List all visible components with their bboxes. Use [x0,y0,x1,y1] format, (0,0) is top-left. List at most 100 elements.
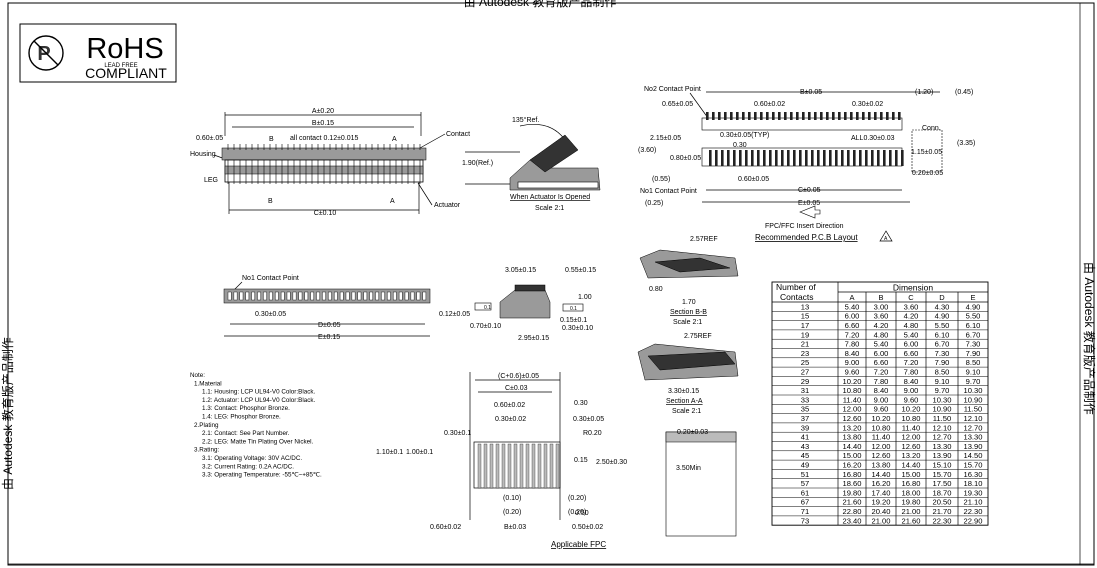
b-mark-top: B [269,136,274,143]
table-cell: 21.10 [963,498,982,507]
fpc-d050b: 0.50 [575,510,589,517]
table-cell: 4.20 [874,321,889,330]
fpc-finger [483,443,488,489]
table-cell: 5.50 [935,321,950,330]
seca-title: Section A-A [666,398,703,405]
note-line: 1.1: Housing: LCP UL94-V0 Color:Black. [202,389,316,396]
secb-scale: Scale 2:1 [673,319,702,326]
fpc-finger [489,443,494,489]
pcb-cdim: C±0.05 [798,187,821,194]
table-cell: 5.40 [845,302,860,311]
detail-d055: 0.55±0.15 [565,267,596,274]
table-cell: 7.80 [874,377,889,386]
table-cell: 14.50 [963,451,982,460]
fpc-c: C±0.03 [505,385,528,392]
bottom-pin [422,291,427,301]
pcb-pad-top [772,112,775,120]
rohs-logo: P RoHS LEAD FREE COMPLIANT [19,23,177,83]
table-cell: 14.40 [842,442,861,451]
table-cell: 9.00 [874,395,889,404]
ref-135: 135°Ref. [512,116,539,124]
pcb-pad-bottom [787,150,790,166]
pcb-bdim: B±0.05 [800,89,822,96]
bottom-pin [416,291,421,301]
pcb-pad-top [784,112,787,120]
table-cell: 16.80 [901,479,920,488]
detail-d070: 0.70±0.10 [470,323,501,330]
pcb-pad-bottom [745,150,748,166]
table-cell: 41 [801,433,809,442]
pcb-pad-bottom [871,150,874,166]
table-cell: 9.70 [966,377,981,386]
bottom-pin [387,291,391,301]
fpc-p020b: (0.20) [503,509,521,516]
table-cell: 19.80 [842,488,861,497]
note-line: Note: [190,372,205,379]
pcb-pad-bottom [799,150,802,166]
table-cell: 13.20 [842,423,861,432]
pcb-pad-top [826,112,829,120]
pcb-pad-bottom [883,150,886,166]
table-cell: 8.40 [874,386,889,395]
fpc-finger [519,443,524,489]
table-cell: 67 [801,498,809,507]
table-cell: 9.00 [845,358,860,367]
pcb-pad-top [820,112,823,120]
table-cell: 12.60 [871,451,890,460]
fpc-b: B±0.03 [504,524,526,531]
table-cell: 17.40 [871,488,890,497]
insert-direction: FPC/FFC Insert Direction [765,223,844,230]
pcb-d030: 0.30±0.02 [852,101,883,108]
bottom-pin [227,291,232,301]
table-col-header: C [908,293,914,302]
table-cell: 21.00 [901,507,920,516]
pcb-d215: 2.15±0.05 [650,135,681,142]
fpc-finger [525,443,530,489]
pcb-pad-bottom [709,150,712,166]
table-cell: 7.30 [935,349,950,358]
table-cell: 6.00 [904,340,919,349]
bottom-pin [381,291,385,301]
fpc-finger [501,443,506,489]
detail-box1: 0.1 [484,305,491,311]
table-cell: 27 [801,368,809,377]
pcb-pad-top [880,112,883,120]
pcb-pad-top [790,112,793,120]
note-line: 2.2: LEG: Matte Tin Plating Over Nickel. [202,438,314,445]
table-cell: 23.40 [842,516,861,525]
bottom-pin [328,291,332,301]
bottom-pin [280,291,285,301]
note-line: 2.Plating [194,422,219,429]
table-cell: 9.10 [966,368,981,377]
detail-d030: 0.30±0.10 [562,325,593,332]
table-cell: 10.80 [871,423,890,432]
seca-ref: 2.75REF [684,333,712,340]
table-cell: 19.20 [871,498,890,507]
revision-letter: A [884,236,888,242]
bottom-pin [269,291,273,301]
fpc-r: R0.20 [583,430,602,437]
table-cell: 17.50 [932,479,951,488]
rohs-subtitle: COMPLIANT [85,65,167,81]
pcb-pad-top [856,112,859,120]
table-cell: 37 [801,414,809,423]
table-cell: 43 [801,442,809,451]
secb-d170: 1.70 [682,299,696,306]
table-header-dimension: Dimension [893,283,933,293]
table-cell: 11.40 [872,433,890,442]
pcb-pad-top [868,112,871,120]
pcb-pad-bottom [763,150,766,166]
table-cell: 3.60 [904,302,919,311]
pcb-pad-top [892,112,895,120]
pcb-pad-bottom [853,150,856,166]
table-cell: 15.00 [842,451,861,460]
fpc-finger [543,443,548,489]
table-cell: 9.60 [904,395,919,404]
side-caption: When Actuator Is Opened [510,194,590,201]
a-mark-bottom: A [390,198,395,205]
pcb-pad-bottom [805,150,808,166]
bottom-pin [363,291,368,301]
dim-b: B±0.15 [312,120,334,127]
table-cell: 22.30 [963,507,982,516]
